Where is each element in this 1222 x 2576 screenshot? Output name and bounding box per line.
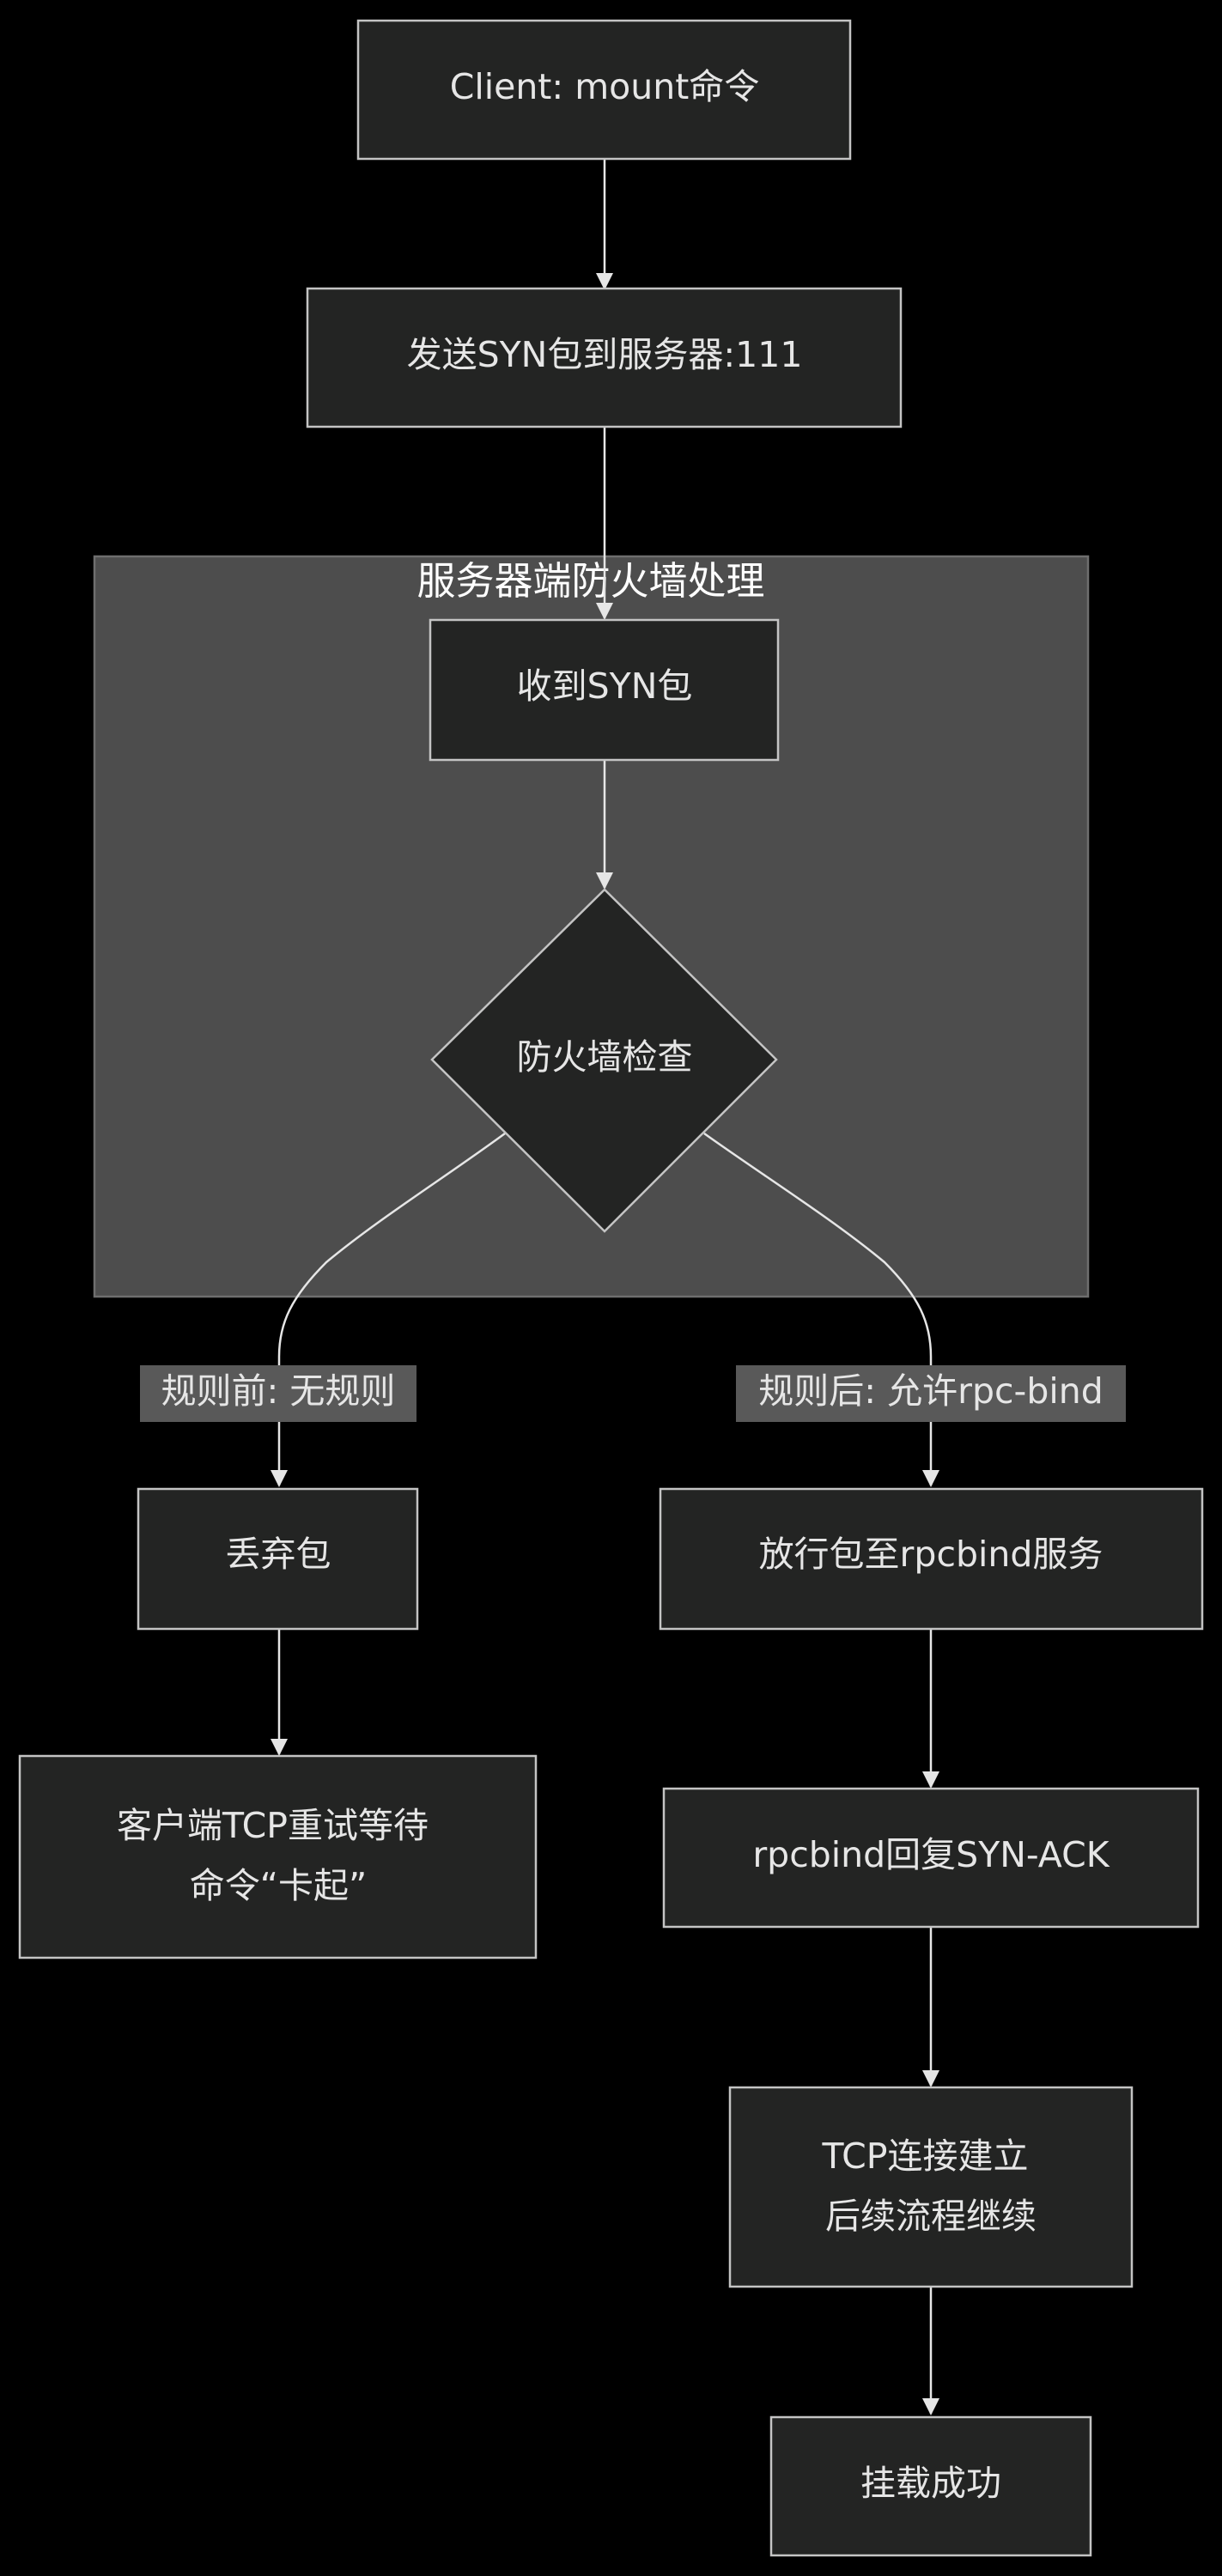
node-label-line: 挂载成功 bbox=[860, 2463, 1001, 2504]
node-label: 收到SYN包 bbox=[517, 665, 693, 707]
node-label: 防火墙检查 bbox=[517, 1036, 693, 1078]
node-label: Client: mount命令 bbox=[450, 66, 760, 107]
cluster-title: 服务器端防火墙处理 bbox=[416, 558, 764, 604]
edge-firewall-to-allow bbox=[703, 1132, 939, 1487]
node-label: 挂载成功 bbox=[860, 2463, 1001, 2504]
edge-label-after-rules: 规则后: 允许rpc-bind bbox=[736, 1365, 1126, 1422]
decision-diamond bbox=[430, 888, 778, 1233]
node-box bbox=[429, 618, 780, 762]
edge-label-text: 规则前: 无规则 bbox=[161, 1370, 396, 1412]
node-label-line: 命令“卡起” bbox=[190, 1865, 367, 1906]
node-allow-packet: 放行包至rpcbind服务 bbox=[659, 1487, 1204, 1631]
node-box bbox=[18, 1754, 538, 1959]
node-label: 客户端TCP重试等待 命令“卡起” bbox=[117, 1805, 440, 1906]
node-firewall-check: 防火墙检查 bbox=[430, 888, 778, 1233]
node-receive-syn: 收到SYN包 bbox=[429, 618, 780, 762]
node-label: 丢弃包 bbox=[226, 1534, 331, 1575]
node-mount-success: 挂载成功 bbox=[769, 2415, 1092, 2557]
node-label: 放行包至rpcbind服务 bbox=[759, 1534, 1103, 1575]
node-label-line: 后续流程继续 bbox=[825, 2196, 1037, 2237]
edge-label-before-rules: 规则前: 无规则 bbox=[140, 1365, 416, 1422]
node-drop-packet: 丢弃包 bbox=[137, 1487, 419, 1631]
node-box bbox=[659, 1487, 1204, 1631]
node-client-mount: Client: mount命令 bbox=[356, 19, 852, 161]
node-label-line: 收到SYN包 bbox=[517, 665, 693, 707]
node-label-line: 客户端TCP重试等待 bbox=[117, 1805, 429, 1846]
node-label-line: 防火墙检查 bbox=[517, 1036, 693, 1078]
node-rpcbind-reply: rpcbind回复SYN-ACK bbox=[662, 1787, 1200, 1929]
edges bbox=[271, 159, 939, 2415]
node-box bbox=[356, 19, 852, 161]
node-label: rpcbind回复SYN-ACK bbox=[752, 1834, 1110, 1875]
edge-label-background bbox=[736, 1365, 1126, 1422]
node-box bbox=[769, 2415, 1092, 2557]
node-label-line: TCP连接建立 bbox=[821, 2136, 1028, 2177]
node-label-line: Client: mount命令 bbox=[450, 66, 760, 107]
node-client-wait: 客户端TCP重试等待 命令“卡起” bbox=[18, 1754, 538, 1959]
node-box bbox=[662, 1787, 1200, 1929]
node-label-line: 发送SYN包到服务器:111 bbox=[407, 334, 803, 375]
node-box bbox=[728, 2086, 1134, 2288]
node-box bbox=[306, 287, 903, 428]
node-label-line: 放行包至rpcbind服务 bbox=[759, 1534, 1103, 1575]
node-label: TCP连接建立 后续流程继续 bbox=[821, 2136, 1039, 2237]
node-box bbox=[137, 1487, 419, 1631]
edge-label-text: 规则后: 允许rpc-bind bbox=[758, 1370, 1103, 1412]
edge-label-background bbox=[140, 1365, 416, 1422]
edge-firewall-to-drop bbox=[271, 1132, 506, 1487]
node-label-line: 丢弃包 bbox=[226, 1534, 331, 1575]
node-tcp-established: TCP连接建立 后续流程继续 bbox=[728, 2086, 1134, 2288]
node-label-line: rpcbind回复SYN-ACK bbox=[752, 1834, 1110, 1875]
node-send-syn: 发送SYN包到服务器:111 bbox=[306, 287, 903, 428]
node-label: 发送SYN包到服务器:111 bbox=[407, 334, 803, 375]
